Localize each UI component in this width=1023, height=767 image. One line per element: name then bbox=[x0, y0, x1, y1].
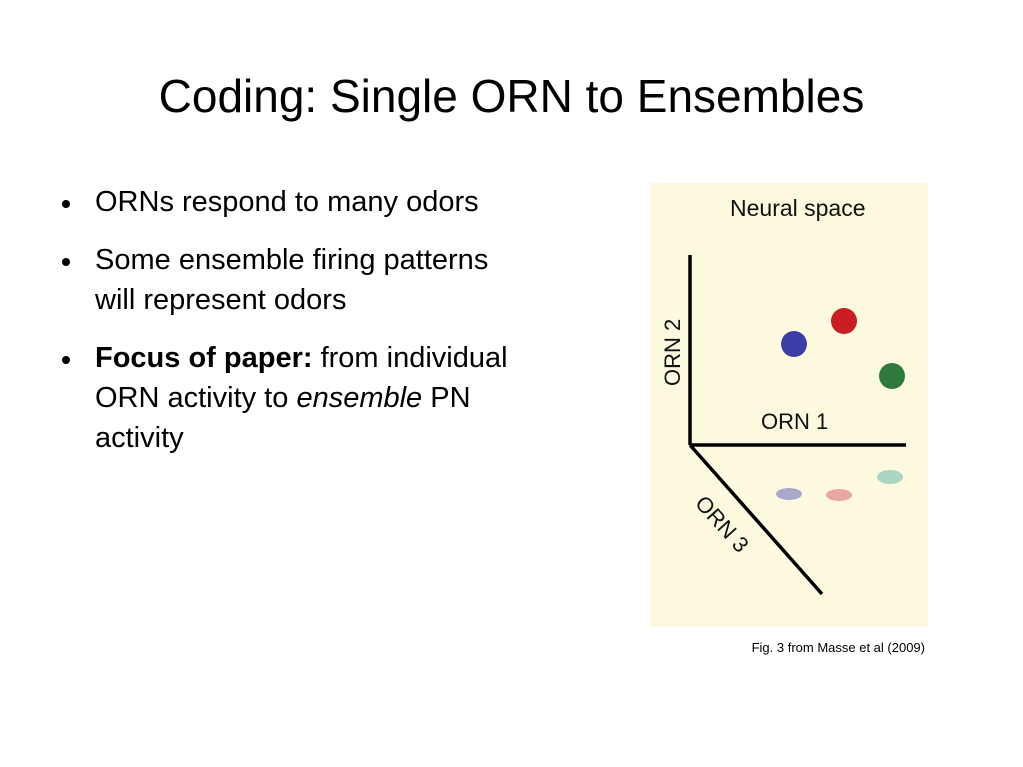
bullet-list: ORNs respond to many odors Some ensemble… bbox=[58, 182, 518, 476]
bullet-item: Some ensemble firing patterns will repre… bbox=[58, 240, 518, 320]
neural-space-diagram: Neural space ORN 2 ORN 1 ORN 3 bbox=[650, 183, 928, 627]
bullet-text: PN activity bbox=[95, 382, 471, 454]
neural-space-figure: Neural space ORN 2 ORN 1 ORN 3 bbox=[650, 183, 928, 627]
bullet-item: Focus of paper: from individual ORN acti… bbox=[58, 338, 518, 458]
projection-green bbox=[877, 470, 903, 484]
projection-blue bbox=[776, 488, 802, 500]
figure-caption: Fig. 3 from Masse et al (2009) bbox=[751, 640, 925, 655]
figure-background bbox=[650, 183, 928, 627]
axis-label-orn2: ORN 2 bbox=[660, 319, 685, 386]
bullet-text: ORNs respond to many odors bbox=[95, 186, 479, 218]
odor-point-red bbox=[831, 308, 857, 334]
bullet-dot-icon bbox=[62, 200, 70, 208]
odor-point-blue bbox=[781, 331, 807, 357]
bullet-italic-word: ensemble bbox=[296, 382, 423, 414]
bullet-dot-icon bbox=[62, 356, 70, 364]
bullet-text: Some ensemble firing patterns will repre… bbox=[95, 244, 489, 316]
projection-red bbox=[826, 489, 852, 501]
bullet-text: from individual ORN activity to bbox=[95, 342, 508, 414]
axis-label-orn1: ORN 1 bbox=[761, 409, 828, 434]
bullet-dot-icon bbox=[62, 258, 70, 266]
bullet-item: ORNs respond to many odors bbox=[58, 182, 518, 222]
axis-orn3 bbox=[688, 443, 824, 596]
bullet-bold-prefix: Focus of paper: bbox=[95, 342, 313, 374]
odor-point-green bbox=[879, 363, 905, 389]
slide-title: Coding: Single ORN to Ensembles bbox=[158, 70, 865, 122]
figure-title: Neural space bbox=[730, 195, 866, 221]
